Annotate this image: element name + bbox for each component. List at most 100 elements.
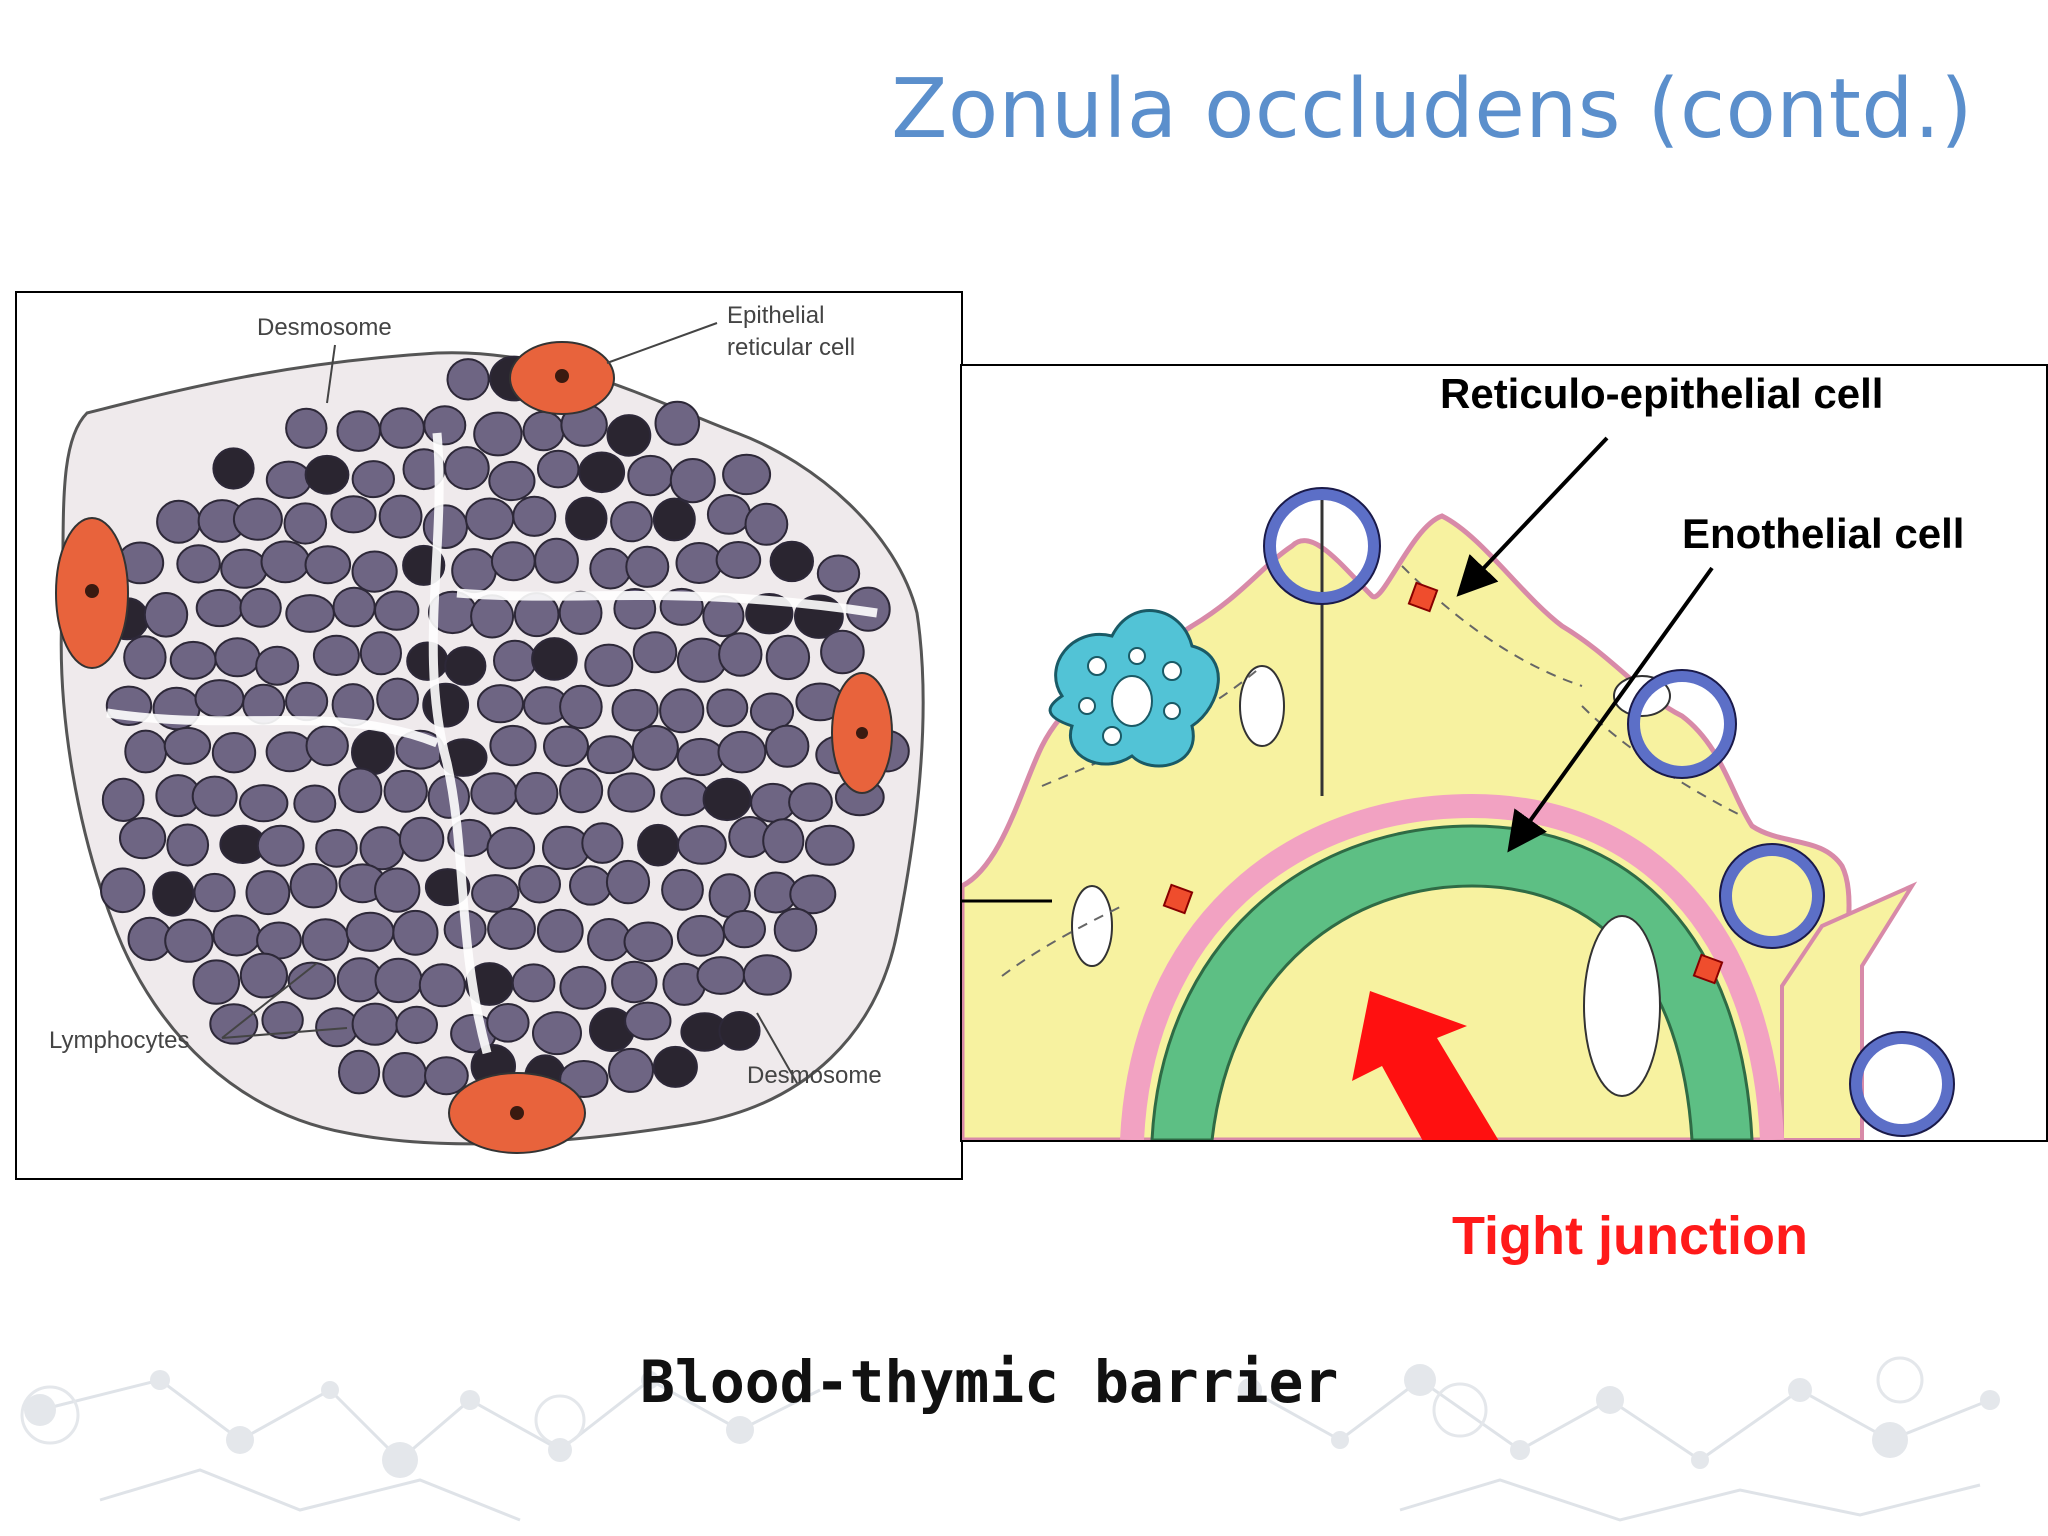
lymphocyte [559, 767, 604, 814]
lymphocyte [536, 449, 580, 489]
lymphocyte [676, 637, 727, 683]
background-network-decoration [20, 1356, 2000, 1522]
thymus-lobule-figure: Desmosome Epithelial reticular cell Lymp… [15, 291, 963, 1180]
dark-lymphocyte [702, 777, 752, 822]
lymphocyte [611, 688, 659, 732]
lymphocyte [164, 918, 214, 963]
lymphocyte [265, 731, 314, 773]
lymphocyte [559, 1060, 609, 1098]
lymphocyte [543, 725, 589, 767]
lymphocyte [379, 407, 425, 449]
lymphocyte [285, 594, 335, 633]
lymphocyte [305, 725, 349, 767]
lymphocyte [536, 908, 584, 953]
lymphocyte [522, 410, 565, 452]
dark-lymphocyte [406, 641, 449, 681]
lymphocyte [261, 1001, 304, 1040]
dark-lymphocyte [531, 637, 578, 681]
lymphocyte [696, 956, 746, 995]
lymphocyte [301, 918, 350, 961]
lymphocyte [584, 643, 634, 687]
lymphocyte [676, 914, 726, 957]
lymphocyte [239, 587, 282, 628]
lymphocyte [193, 872, 236, 913]
lymphocyte [471, 874, 520, 913]
lymphocyte [209, 1003, 259, 1045]
lymphocyte [488, 460, 536, 502]
lymphocyte [374, 590, 420, 631]
lymphocyte [631, 725, 679, 771]
lymphocyte [374, 957, 423, 1004]
lymphocyte [607, 772, 656, 813]
tight-junction-label: Tight junction [1452, 1206, 1808, 1266]
lymphocyte [788, 782, 833, 823]
lymphocyte [625, 545, 670, 588]
lymphocyte [493, 639, 537, 682]
lymphocyte [315, 828, 358, 868]
lymphocyte [101, 777, 145, 822]
lymphocytes-label: Lymphocytes [49, 1027, 190, 1054]
lymphocyte [470, 772, 518, 815]
lymphocyte [214, 637, 261, 678]
desmosome-label-bottom: Desmosome [747, 1062, 882, 1089]
lymphocyte [451, 548, 497, 594]
lymphocyte [119, 817, 167, 860]
lymphocyte [123, 635, 167, 680]
lymphocyte [534, 537, 579, 584]
endothelial-cell-label: Enothelial cell [1682, 510, 1964, 557]
lymphocyte [315, 1007, 359, 1048]
lymphocyte [163, 726, 212, 765]
endothelial-arrow [1507, 566, 1714, 853]
lymphocyte [285, 407, 328, 449]
lymphocyte [256, 824, 305, 867]
tight-junction-marker [1162, 883, 1194, 915]
lymphocyte [143, 592, 189, 638]
lymphocyte [338, 1049, 381, 1095]
lymphocyte [376, 677, 420, 721]
lymphocyte [195, 588, 244, 628]
dark-lymphocyte [637, 823, 680, 867]
lymphocyte [283, 502, 328, 545]
lymphocyte [382, 1052, 428, 1098]
lymphocyte [359, 826, 405, 871]
lymphocyte [287, 961, 336, 1000]
epithelial-label-line2: reticular cell [727, 334, 855, 361]
dark-lymphocyte [212, 447, 255, 490]
lymphocyte [176, 544, 221, 584]
lymphocyte [330, 495, 377, 534]
lymphocyte [220, 548, 268, 589]
lymphocyte [398, 816, 445, 862]
lymphocyte [569, 865, 613, 906]
lymphocyte [418, 963, 466, 1008]
lymphocyte [423, 405, 467, 446]
dark-lymphocyte [351, 729, 395, 776]
lymphocyte [124, 729, 168, 774]
lymphocyte [722, 453, 772, 496]
lymphocyte [627, 454, 674, 497]
lymphocyte [392, 909, 439, 956]
lymphocyte [477, 684, 524, 724]
lymphocyte [255, 645, 300, 686]
dark-lymphocyte [304, 454, 350, 495]
lymphocyte [332, 586, 376, 628]
lymphocyte [473, 411, 523, 457]
tight-junction-marker [1692, 953, 1724, 985]
lymphocyte [661, 868, 704, 911]
lymphocyte [586, 735, 635, 775]
lymphocyte [444, 446, 490, 491]
lymphocyte [338, 767, 383, 814]
lymphocyte [156, 499, 202, 544]
lymphocyte [559, 684, 603, 730]
dark-lymphocyte [652, 497, 696, 542]
lymphocyte [312, 634, 360, 676]
lymphocyte-cluster [100, 355, 910, 1101]
slide-title: Zonula occludens (contd.) [891, 62, 1973, 157]
lymphocyte [359, 631, 402, 676]
lymphocyte [773, 907, 818, 952]
lymphocyte [289, 863, 338, 909]
lymphocyte [260, 540, 311, 584]
lymphocyte [511, 963, 556, 1003]
lymphocyte [374, 867, 421, 913]
lymphocyte [749, 692, 795, 731]
